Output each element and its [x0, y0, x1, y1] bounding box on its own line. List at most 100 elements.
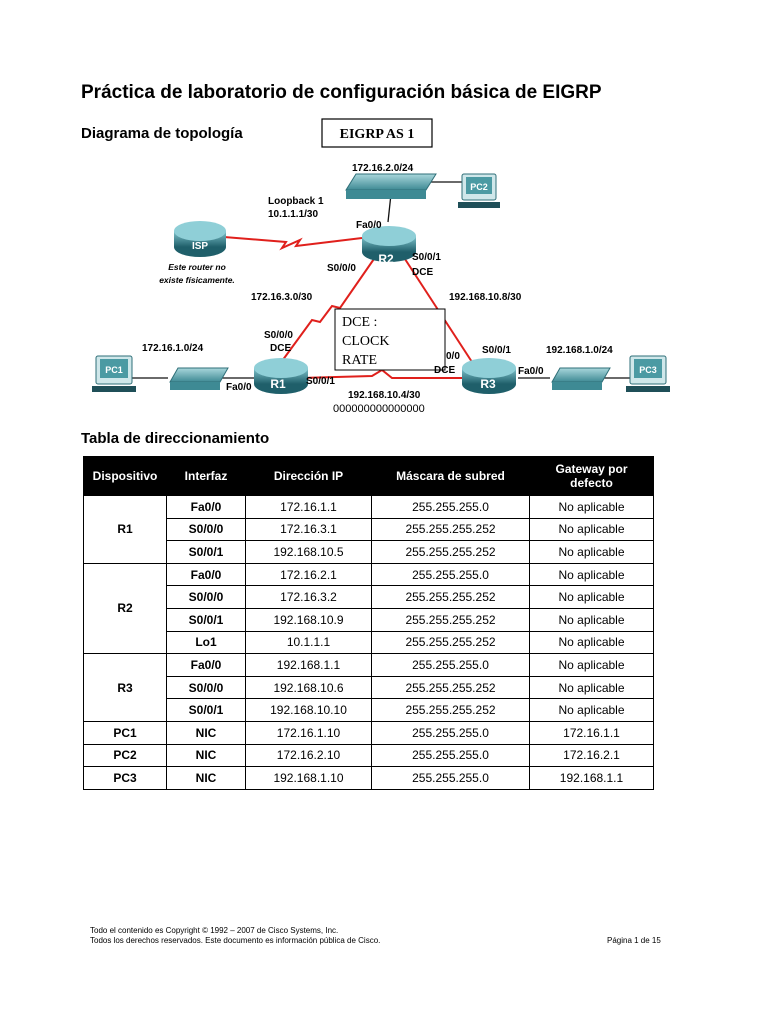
ip-cell: 192.168.10.6	[245, 675, 372, 700]
r3-s000-label: 0/0	[446, 351, 460, 362]
mask-cell: 255.255.255.252	[371, 630, 530, 655]
device-cell: PC3	[83, 766, 167, 790]
net-pc3-label: 192.168.1.0/24	[546, 345, 613, 356]
router-r3: R3	[462, 358, 516, 394]
eigrp-as-box: EIGRP AS 1	[321, 118, 433, 148]
col-header-gateway: Gateway por defecto	[529, 456, 654, 496]
net-r2-r3-label: 192.168.10.8/30	[449, 292, 522, 303]
router-r2: R2	[362, 226, 416, 266]
page-title: Práctica de laboratorio de configuración…	[81, 82, 602, 103]
r3-dce-label: DCE	[434, 365, 455, 376]
footer-rights: Todos los derechos reservados. Este docu…	[90, 936, 381, 945]
pc3: PC3	[626, 355, 670, 392]
r2-dce-label: DCE	[412, 267, 433, 278]
isp-label: ISP	[192, 241, 208, 252]
ip-cell: 172.16.3.1	[245, 517, 372, 542]
interface-cell: S0/0/1	[166, 698, 246, 722]
col-header-mask: Máscara de subred	[371, 456, 530, 496]
footer: Todo el contenido es Copyright © 1992 – …	[90, 926, 380, 946]
gateway-cell: No aplicable	[529, 517, 654, 542]
topology-diagram: EIGRP AS 1 DCE : CLOCK RATE ISP R2	[92, 118, 670, 415]
isp-note-2: existe físicamente.	[159, 275, 235, 285]
gateway-cell: No aplicable	[529, 607, 654, 632]
gateway-cell: No aplicable	[529, 562, 654, 587]
ip-cell: 172.16.1.10	[245, 720, 372, 745]
note-line2: CLOCK	[342, 334, 389, 349]
device-cell: PC1	[83, 720, 167, 745]
isp-note-1: Este router no	[168, 262, 226, 272]
switch-pc3	[551, 367, 611, 390]
ip-cell: 192.168.10.9	[245, 607, 372, 632]
switch-pc1	[169, 367, 229, 390]
interface-cell: S0/0/0	[166, 585, 246, 609]
note-line3: RATE	[342, 353, 377, 368]
mask-cell: 255.255.255.252	[371, 607, 530, 632]
interface-cell: S0/0/0	[166, 517, 246, 542]
addressing-table: Dispositivo Interfaz Dirección IP Máscar…	[83, 456, 654, 790]
ip-cell: 192.168.1.1	[245, 653, 372, 677]
net-pc1-label: 172.16.1.0/24	[142, 343, 204, 354]
gateway-cell: No aplicable	[529, 585, 654, 609]
mask-cell: 255.255.255.0	[371, 766, 530, 790]
switch-pc2	[345, 173, 437, 199]
table-heading: Tabla de direccionamiento	[81, 430, 270, 447]
mask-cell: 255.255.255.0	[371, 743, 530, 768]
ip-cell: 172.16.2.10	[245, 743, 372, 768]
interface-cell: S0/0/1	[166, 540, 246, 564]
mask-cell: 255.255.255.252	[371, 517, 530, 542]
col-header-interface: Interfaz	[166, 456, 246, 496]
r3-s001-label: S0/0/1	[482, 345, 511, 356]
interface-cell: S0/0/0	[166, 675, 246, 700]
r1-label: R1	[270, 377, 286, 391]
mask-cell: 255.255.255.252	[371, 585, 530, 609]
loopback-label-1: Loopback 1	[268, 196, 324, 207]
gateway-cell: No aplicable	[529, 495, 654, 519]
gateway-cell: No aplicable	[529, 698, 654, 722]
col-header-device: Dispositivo	[83, 456, 167, 496]
note-line1: DCE :	[342, 315, 377, 330]
pc2-label: PC2	[470, 182, 488, 192]
zeros-text: 000000000000000	[333, 403, 425, 415]
gateway-cell: 172.16.2.1	[529, 743, 654, 768]
dce-note-box: DCE : CLOCK RATE	[334, 308, 446, 371]
interface-cell: NIC	[166, 720, 246, 745]
r2-fa00-label: Fa0/0	[356, 220, 382, 231]
r3-fa00-label: Fa0/0	[518, 366, 544, 377]
interface-cell: Fa0/0	[166, 495, 246, 519]
pc1-label: PC1	[105, 365, 123, 375]
gateway-cell: No aplicable	[529, 630, 654, 655]
link-r1-r2	[273, 255, 377, 373]
topology-heading: Diagrama de topología	[81, 125, 243, 142]
ip-cell: 172.16.3.2	[245, 585, 372, 609]
router-r1: R1	[254, 358, 308, 394]
footer-copyright: Todo el contenido es Copyright © 1992 – …	[90, 926, 339, 935]
device-cell: R1	[83, 495, 167, 564]
ip-cell: 10.1.1.1	[245, 630, 372, 655]
link-isp-r2	[223, 236, 363, 251]
r2-s000-label: S0/0/0	[327, 263, 356, 274]
r1-dce-label: DCE	[270, 343, 291, 354]
gateway-cell: 172.16.1.1	[529, 720, 654, 745]
r2-s001-label: S0/0/1	[412, 252, 441, 263]
mask-cell: 255.255.255.252	[371, 540, 530, 564]
mask-cell: 255.255.255.0	[371, 720, 530, 745]
mask-cell: 255.255.255.0	[371, 495, 530, 519]
net-r1-r2-label: 172.16.3.0/30	[251, 292, 313, 303]
r3-label: R3	[480, 377, 496, 391]
ethernet-links	[132, 181, 630, 379]
loopback-label-2: 10.1.1.1/30	[268, 209, 318, 220]
pc3-label: PC3	[639, 365, 657, 375]
interface-cell: Fa0/0	[166, 653, 246, 677]
page-number: Página 1 de 15	[607, 936, 661, 945]
mask-cell: 255.255.255.0	[371, 562, 530, 587]
